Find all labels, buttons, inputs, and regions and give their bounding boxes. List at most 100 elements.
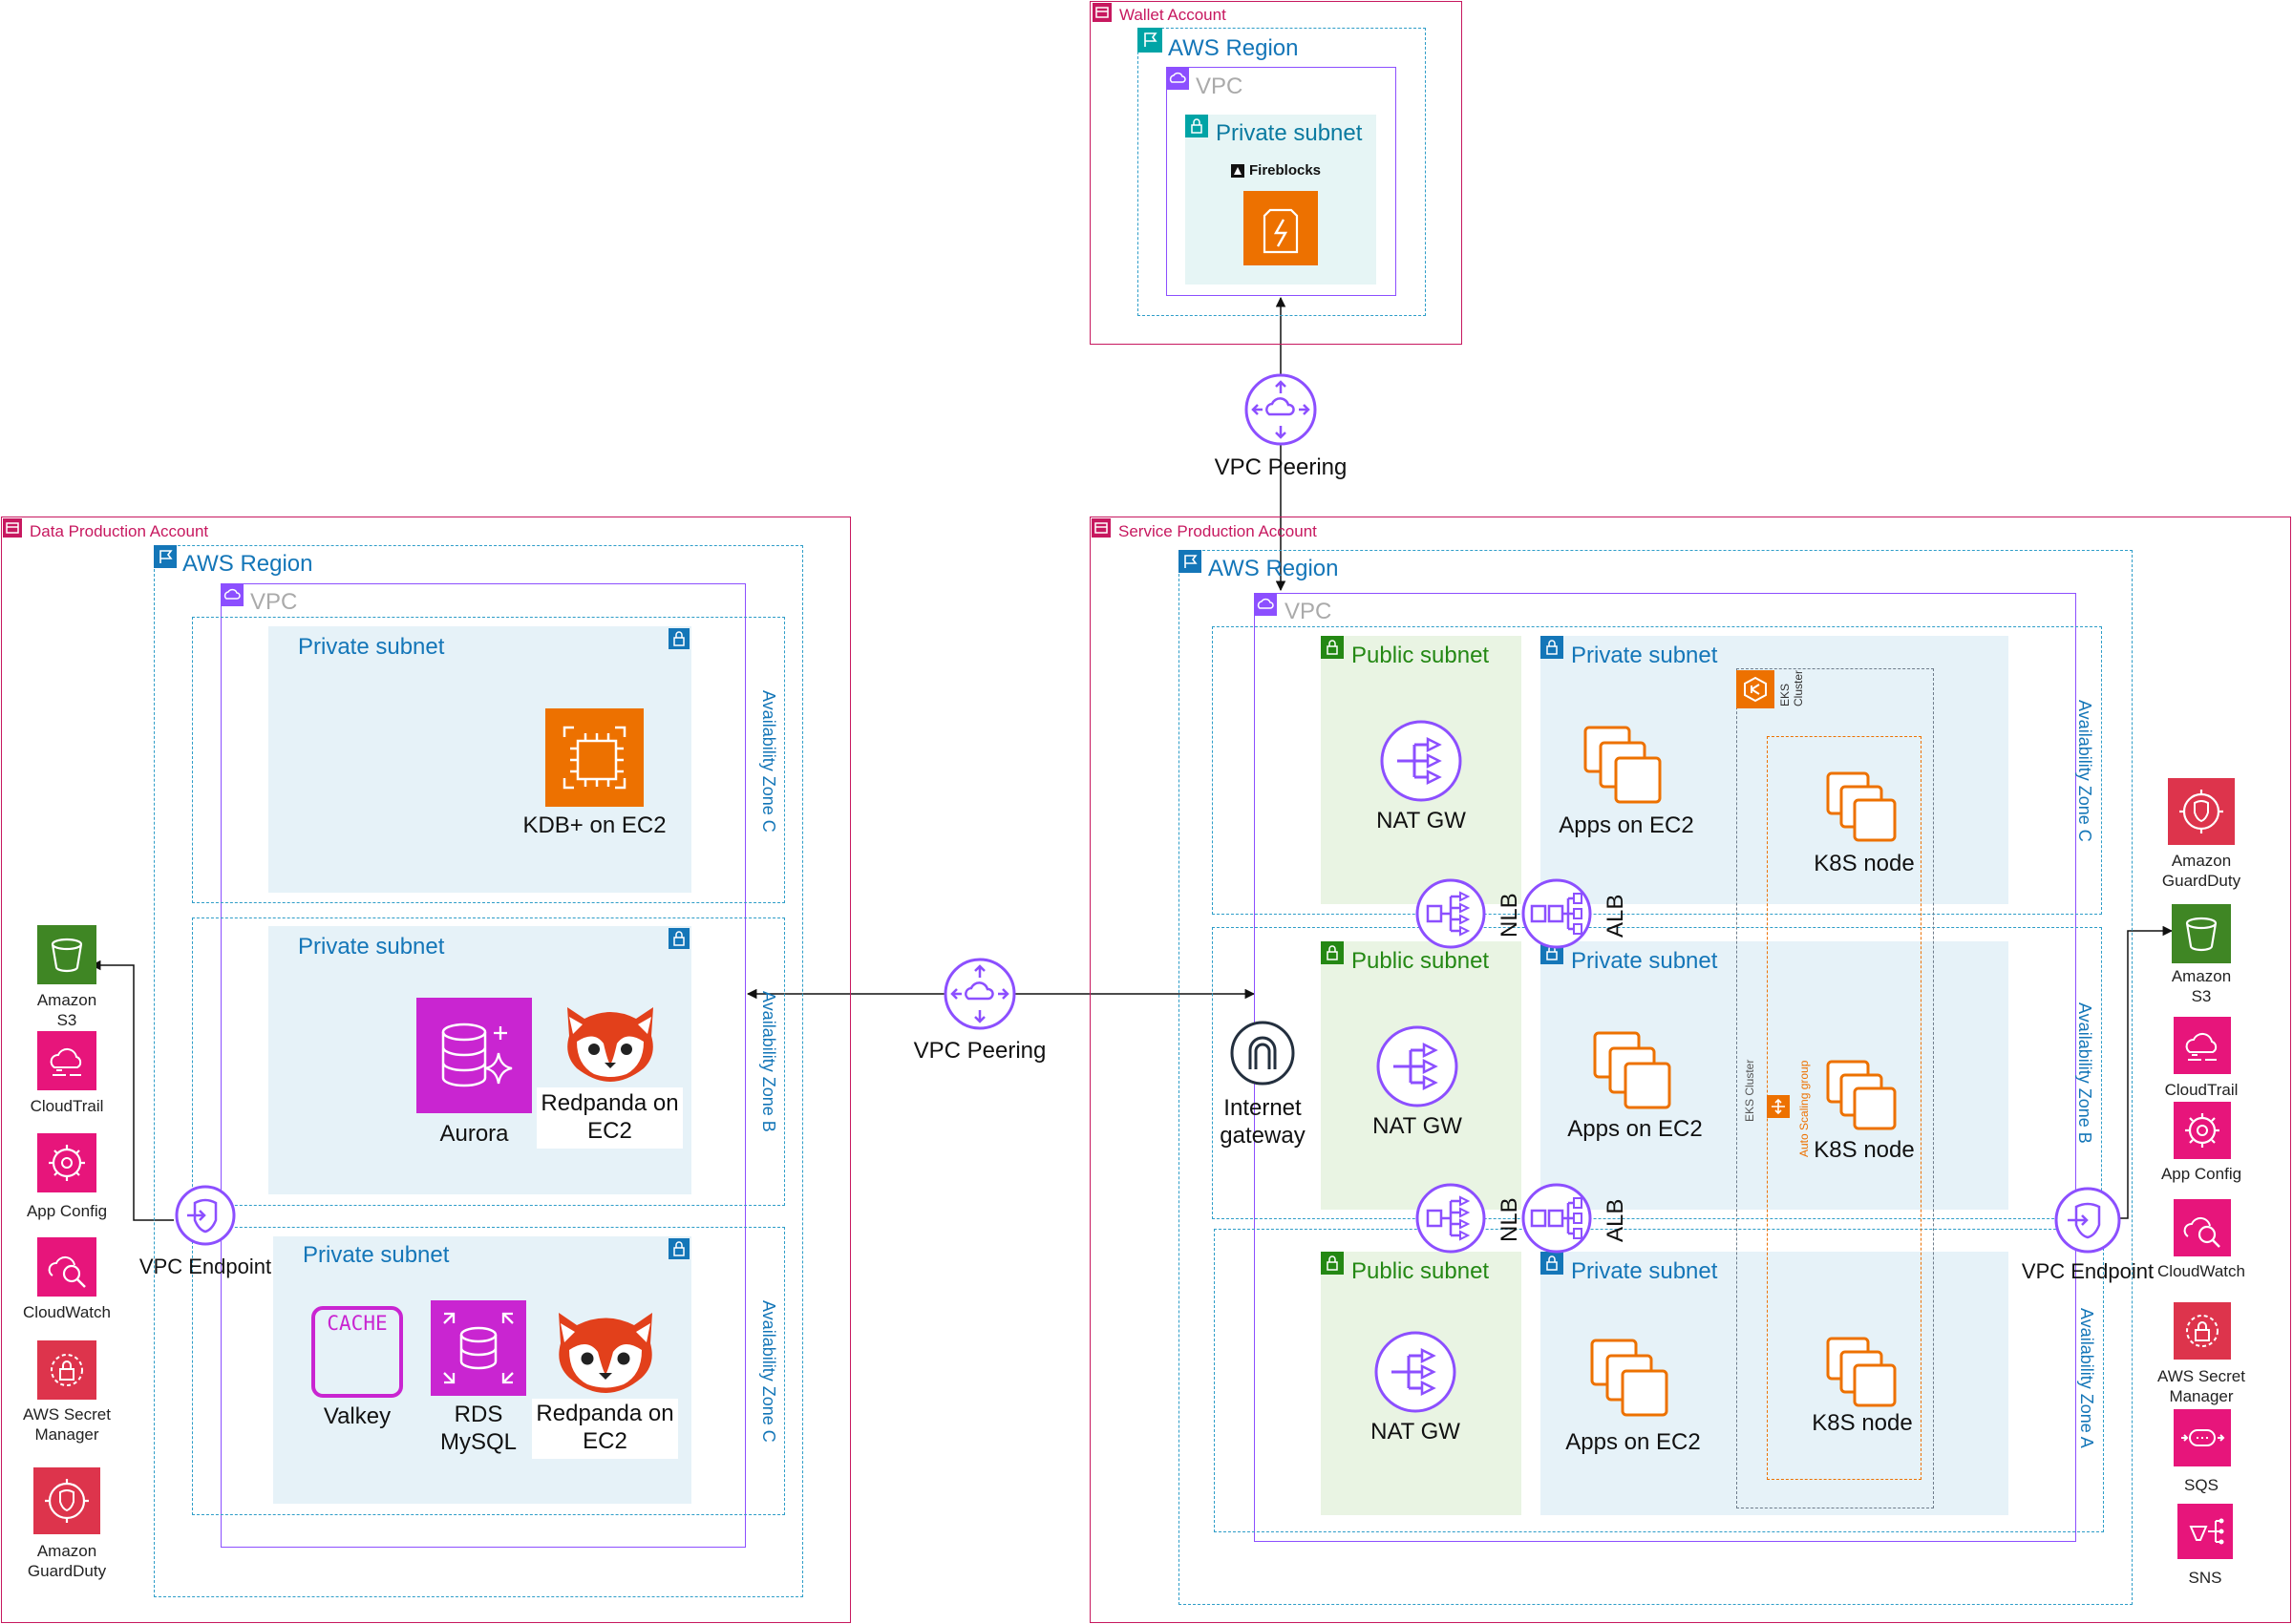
data-vpc	[221, 583, 746, 1548]
nlb-icon	[1415, 1183, 1486, 1254]
redpanda-2-label: Redpanda on EC2	[536, 1401, 674, 1454]
service-region-label: AWS Region	[1208, 556, 1339, 581]
service-label-s3: Amazon S3	[2171, 967, 2232, 1005]
service-vpc-endpoint-label: VPC Endpoint	[2021, 1259, 2155, 1283]
app-config-icon	[2174, 1102, 2231, 1159]
fireblocks-vault-icon	[1243, 191, 1318, 265]
account-icon	[1093, 3, 1112, 22]
vpc-peering-top-label: VPC Peering	[1214, 454, 1348, 480]
amazon-s3-icon	[37, 925, 96, 984]
nat-gateway-icon	[1374, 1331, 1456, 1413]
wallet-vpc-label: VPC	[1196, 74, 1243, 99]
data-az-b	[192, 917, 785, 1206]
lock-icon	[669, 628, 690, 649]
vpc-endpoint-icon	[175, 1185, 236, 1246]
wallet-subnet-label: Private subnet	[1216, 120, 1363, 146]
public-subnet-b-label: Public subnet	[1351, 948, 1490, 974]
lock-icon	[1185, 115, 1208, 137]
sns-icon	[2177, 1504, 2233, 1559]
internet-gateway-label: Internet gateway	[1220, 1095, 1306, 1149]
vpc-peering-mid-icon	[944, 958, 1016, 1030]
guardduty-icon	[2168, 778, 2235, 845]
service-account	[1090, 517, 2291, 1623]
internet-gateway-icon	[1230, 1021, 1295, 1086]
ec2-instances-icon	[1590, 1339, 1668, 1417]
ec2-instance-icon	[545, 708, 644, 807]
region-flag-icon	[1137, 28, 1162, 53]
cloudwatch-icon	[37, 1237, 96, 1297]
data-service-label-secret: AWS Secret Manager	[23, 1405, 111, 1444]
rds-mysql-label: RDS MySQL	[439, 1402, 517, 1455]
data-account	[1, 517, 851, 1623]
wallet-region	[1137, 28, 1426, 316]
lock-icon	[669, 1238, 690, 1259]
data-vpc-label: VPC	[250, 589, 298, 615]
service-label-cloudtrail: CloudTrail	[2164, 1081, 2239, 1099]
public-subnet-c-label: Public subnet	[1351, 643, 1490, 668]
secrets-manager-icon	[37, 1340, 96, 1400]
amazon-s3-icon	[2172, 904, 2231, 963]
data-region-label: AWS Region	[182, 551, 313, 577]
k8s-node-icon	[1826, 1060, 1897, 1130]
secrets-manager-icon	[2174, 1302, 2231, 1360]
service-label-sqs: SQS	[2184, 1476, 2219, 1494]
k8s-b-label: K8S node	[1814, 1137, 1915, 1163]
guardduty-icon	[33, 1467, 100, 1534]
nlb-icon	[1415, 878, 1486, 949]
data-service-label-cloudwatch: CloudWatch	[23, 1303, 111, 1321]
data-subnet-1-label: Private subnet	[298, 634, 445, 660]
k8s-node-icon	[1826, 1337, 1897, 1407]
apps-a-label: Apps on EC2	[1565, 1429, 1701, 1455]
auto-scaling-icon	[1767, 1095, 1790, 1118]
data-az-c-top	[192, 617, 785, 903]
data-subnet-2-label: Private subnet	[298, 934, 445, 960]
region-flag-icon	[1178, 550, 1201, 573]
alb-icon	[1521, 878, 1592, 949]
service-az-a-label: Availability Zone A	[2077, 1308, 2096, 1448]
account-icon	[1092, 518, 1111, 538]
nat-gw-b-label: NAT GW	[1372, 1113, 1462, 1139]
vpc-peering-mid-label: VPC Peering	[913, 1038, 1047, 1064]
cloudtrail-icon	[2174, 1017, 2231, 1074]
aurora-database-icon	[416, 998, 532, 1113]
wallet-vpc	[1166, 67, 1396, 296]
vpc-peering-top-icon	[1244, 373, 1317, 446]
service-label-cloudwatch: CloudWatch	[2157, 1262, 2245, 1280]
redpanda-logo-icon	[567, 1007, 653, 1082]
ec2-instances-icon	[1583, 726, 1662, 804]
service-az-a	[1214, 1229, 2104, 1532]
region-flag-icon	[154, 545, 177, 568]
data-az-c-bottom	[192, 1227, 785, 1515]
fireblocks-label: Fireblocks	[1249, 162, 1322, 179]
service-az-b-label: Availability Zone B	[2075, 1002, 2094, 1144]
redpanda-1-label-bg	[537, 1087, 683, 1149]
cloudwatch-icon	[2174, 1199, 2231, 1256]
service-label-appconfig: App Config	[2160, 1165, 2242, 1183]
lock-icon	[1321, 941, 1344, 964]
data-service-label-guardduty: Amazon GuardDuty	[27, 1542, 107, 1580]
private-subnet-b-label: Private subnet	[1571, 948, 1718, 974]
service-az-c-label: Availability Zone C	[2075, 700, 2094, 842]
data-az-c-top-label: Availability Zone C	[759, 690, 778, 833]
k8s-c-label: K8S node	[1814, 851, 1915, 876]
public-subnet-a-label: Public subnet	[1351, 1258, 1490, 1284]
nat-gateway-icon	[1376, 1025, 1458, 1107]
lock-icon	[1321, 636, 1344, 659]
private-subnet-c-label: Private subnet	[1571, 643, 1718, 668]
alb-icon	[1521, 1183, 1592, 1254]
data-region	[154, 545, 803, 1597]
vpc-icon	[1166, 67, 1189, 90]
service-az-b	[1212, 927, 2102, 1219]
private-subnet-a-label: Private subnet	[1571, 1258, 1718, 1284]
eks-cluster-label: EKS Cluster	[1778, 669, 1805, 707]
alb-2-label: ALB	[1603, 1198, 1628, 1242]
data-service-label-appconfig: App Config	[26, 1202, 108, 1220]
service-label-guardduty: Amazon GuardDuty	[2161, 852, 2241, 890]
fireblocks-logo-icon	[1231, 164, 1244, 178]
kdb-label: KDB+ on EC2	[522, 812, 667, 838]
vpc-icon	[1254, 593, 1277, 616]
cache-text: CACHE	[327, 1312, 388, 1335]
wallet-region-label: AWS Region	[1168, 35, 1299, 61]
app-config-icon	[37, 1133, 96, 1192]
wallet-account-label: Wallet Account	[1119, 6, 1226, 24]
